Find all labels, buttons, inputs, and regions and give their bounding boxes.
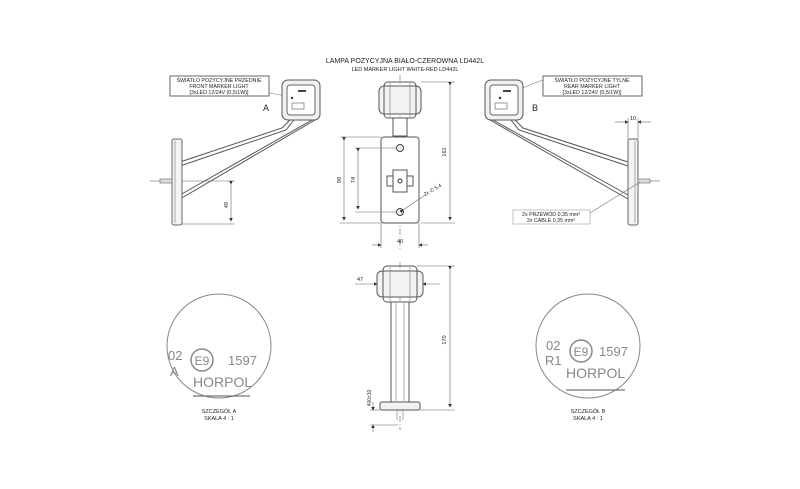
detail-b-brand: HORPOL [566, 365, 625, 381]
detail-a-scale: SKALA 4 : 1 [204, 416, 234, 422]
center-side-view: 47 170 400±10 [355, 262, 455, 432]
front-label-line1: ŚWIATŁO POZYCYJNE PRZEDNIE [177, 76, 262, 84]
detail-a-approval: E9 [195, 354, 210, 368]
dim-49: 49 [224, 202, 230, 208]
view-marker-a: A [263, 103, 269, 113]
dim-74: 74 [351, 177, 357, 183]
detail-b-caption: SZCZEGÓŁ B [571, 408, 606, 415]
dim-98: 98 [337, 177, 343, 183]
view-marker-b: B [532, 103, 538, 113]
dim-40: 40 [397, 239, 403, 245]
front-label-box [169, 75, 270, 97]
title-en: LED MARKER LIGHT WHITE-RED LD442L [352, 67, 459, 73]
rear-label-line2: REAR MARKER LIGHT [564, 84, 621, 90]
rear-side-view: ŚWIATŁO POZYCYJNE TYLNE REAR MARKER LIGH… [484, 75, 660, 226]
detail-a-code-bottom: A [170, 364, 179, 379]
detail-a-caption: SZCZEGÓŁ A [202, 408, 237, 415]
center-front-view: 161 98 74 2x ∅ 5,4 40 [337, 75, 455, 250]
dim-400: 400±10 [367, 389, 373, 406]
front-side-view: ŚWIATŁO POZYCYJNE PRZEDNIE FRONT MARKER … [150, 75, 321, 226]
dim-10: 10 [630, 116, 636, 122]
detail-a-number: 1597 [228, 353, 257, 368]
detail-b: 02 R1 E9 1597 HORPOL SZCZEGÓŁ B SKALA 4 … [535, 293, 641, 422]
front-label-line2: FRONT MARKER LIGHT [189, 84, 249, 90]
cable-label-line2: 2x CABLE 0,35 mm² [527, 218, 576, 224]
detail-b-number: 1597 [599, 344, 628, 359]
detail-a-code-top: 02 [168, 348, 182, 363]
detail-b-code-top: 02 [546, 338, 560, 353]
detail-b-approval: E9 [574, 345, 589, 359]
title-pl: LAMPA POZYCYJNA BIAŁO-CZEROWNA LD442L [326, 58, 484, 65]
dim-hole: 2x ∅ 5,4 [423, 183, 443, 198]
detail-a-brand: HORPOL [193, 374, 252, 390]
rear-label-line1: ŚWIATŁO POZYCYJNE TYLNE [554, 76, 630, 84]
rear-label-box [542, 75, 643, 97]
front-label-line3: [3xLED 12/24V (0,5/1W)] [190, 90, 249, 96]
detail-a: 02 A E9 1597 HORPOL SZCZEGÓŁ A SKALA 4 :… [166, 293, 272, 422]
detail-b-code-bottom: R1 [545, 353, 562, 368]
dim-47: 47 [357, 277, 363, 283]
rear-label-line3: [3xLED 12/24V (0,5/1W)] [563, 90, 622, 96]
dim-170: 170 [442, 335, 448, 344]
cable-label-line1: 2x PRZEWÓD 0,35 mm² [522, 211, 580, 218]
dim-161: 161 [442, 147, 448, 156]
detail-b-scale: SKALA 4 : 1 [573, 416, 603, 422]
